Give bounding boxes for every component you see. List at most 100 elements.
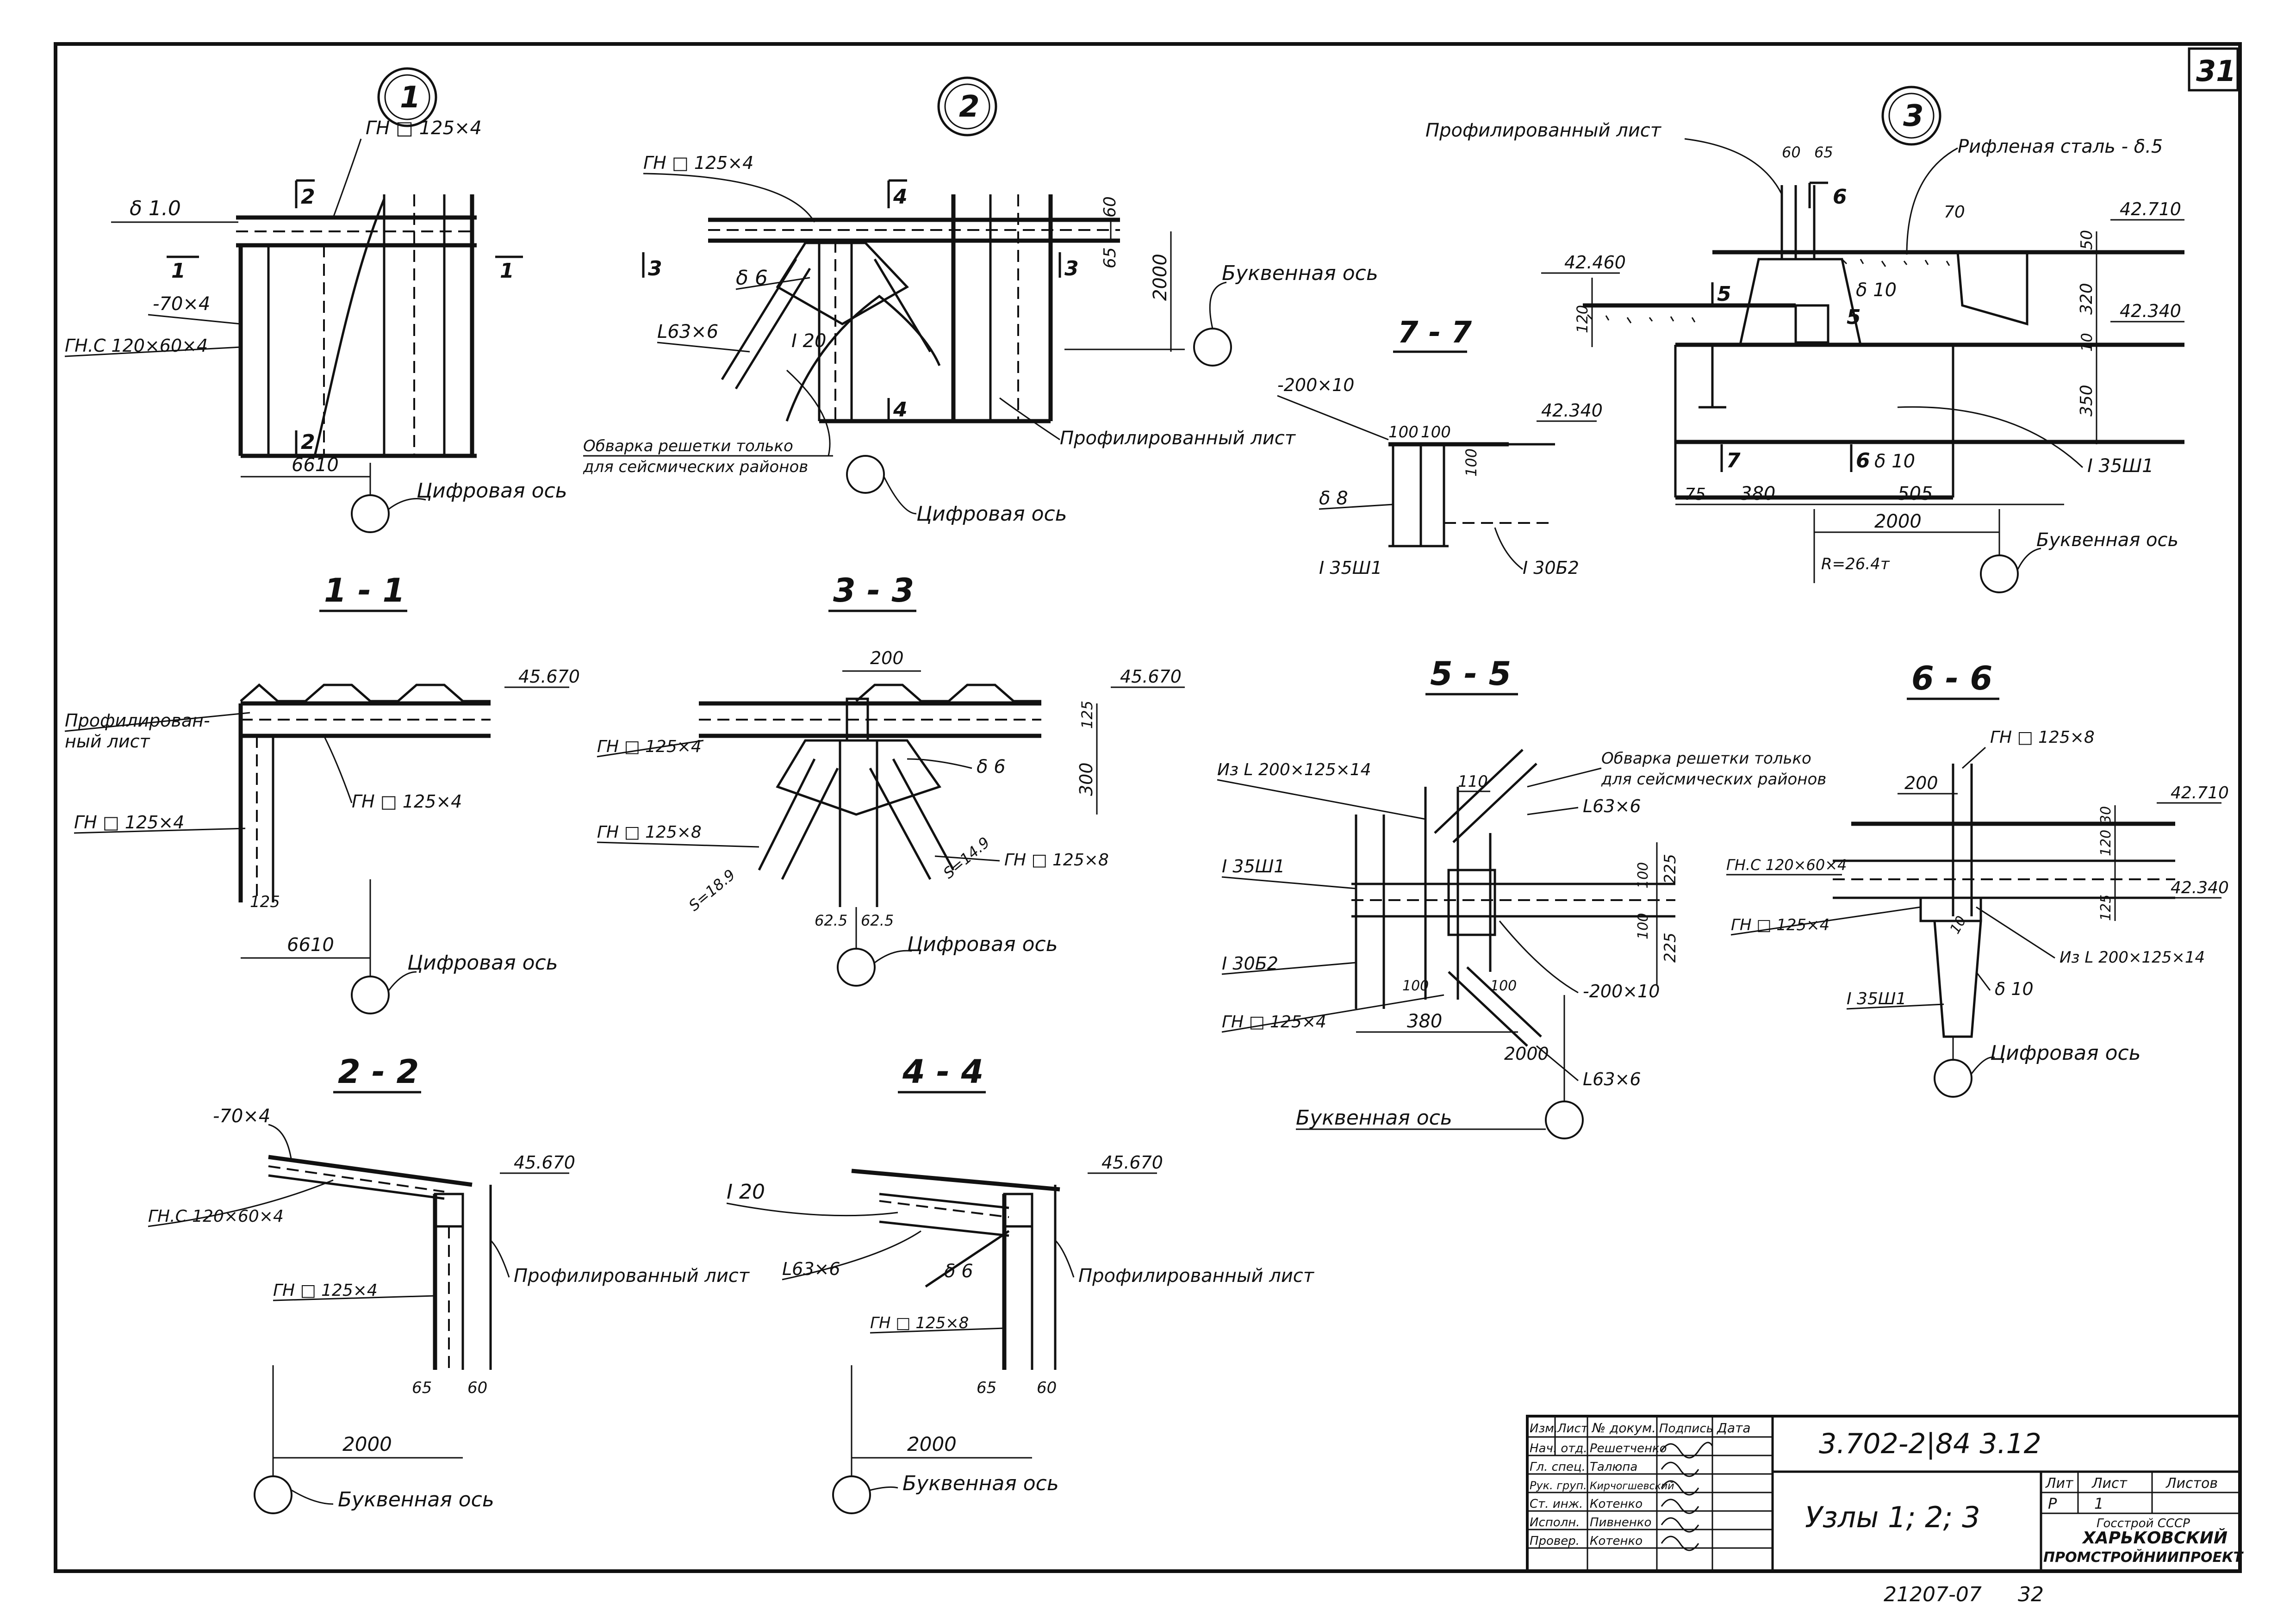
node-3-axis-label: Буквенная ось <box>2036 529 2178 551</box>
s66-axis-label: Цифровая ось <box>1990 1041 2141 1065</box>
node-1-marker <box>377 67 437 127</box>
stamp-r1-role: Нач. отд. <box>1530 1442 1587 1455</box>
s11-label-prof-b: ный лист <box>65 731 151 752</box>
sheet-number: 31 <box>2196 54 2236 88</box>
s55-dim-110: 110 <box>1458 772 1488 791</box>
bottom-code: 21207-07 <box>1884 1583 1982 1606</box>
node-2-marker <box>937 76 997 137</box>
s55-label-l63-bottom: L63×6 <box>1583 1069 1641 1089</box>
s33-label-gn125x8-right: ГН □ 125×8 <box>1004 851 1109 870</box>
s77-label-i30: I 30Б2 <box>1523 558 1579 578</box>
node-3-dim-120: 120 <box>1574 305 1591 333</box>
title-block: Изм. Лист № докум. Подпись Дата Нач. отд… <box>1526 1415 2244 1573</box>
s66-elev-42710: 42.710 <box>2171 784 2229 802</box>
node-1-label-strip70: -70×4 <box>153 293 210 315</box>
section-2-2-title: 2 - 2 <box>338 1053 419 1091</box>
s55-dim-100b: 100 <box>1635 913 1651 939</box>
node-1-dim-6610: 6610 <box>292 454 339 476</box>
node-3-dim-320: 320 <box>2077 283 2096 315</box>
svg-text:6: 6 <box>1833 185 1847 209</box>
stamp-r5-role: Исполн. <box>1530 1516 1580 1530</box>
s33-dim-200: 200 <box>870 648 904 668</box>
node-3-detail: 3 6 5 5 7 6 60 65 70 <box>1425 86 2184 593</box>
s55-label-i35: I 35Ш1 <box>1222 856 1285 877</box>
stamp-r1-name: Решетченко <box>1590 1442 1667 1455</box>
stamp-r5-name: Пивненко <box>1590 1516 1651 1530</box>
node-2-axis-bottom-label: Цифровая ось <box>916 502 1067 526</box>
s55-dim-100a: 100 <box>1635 862 1651 889</box>
node-3-dim-350: 350 <box>2077 385 2096 417</box>
s66-dim-10: 10 <box>1947 913 1970 937</box>
node-3-dim-60: 60 <box>1782 143 1801 161</box>
node-3-elev-42710: 42.710 <box>2120 199 2181 219</box>
s22-label-strip70: -70×4 <box>213 1106 270 1127</box>
stamp-hdr-sign: Подпись <box>1659 1422 1713 1436</box>
section-4-4: 4 - 4 2000 65 60 Буквенная ось I 20 L63×… <box>726 1053 1315 1514</box>
s33-label-d6: δ 6 <box>977 756 1006 777</box>
s77-dim-100b: 100 <box>1421 423 1451 442</box>
section-6-6-title: 6 - 6 <box>1911 659 1992 697</box>
s33-dim-300: 300 <box>1076 762 1096 796</box>
svg-text:3: 3 <box>648 257 662 280</box>
node-2-marker-inner <box>944 83 990 130</box>
section-2-2: 2 - 2 2000 65 60 Буквенная ось -70×4 ГН.… <box>148 1053 750 1514</box>
s44-dim-60: 60 <box>1037 1379 1057 1397</box>
node-1-detail: 1 2 2 1 1 6610 Цифровая ось ГН □ 125×4 <box>64 67 567 533</box>
node-2-label-i20: I 20 <box>791 330 826 352</box>
stamp-r6-role: Провер. <box>1530 1534 1580 1548</box>
stamp-r2-role: Гл. спец. <box>1530 1460 1586 1474</box>
node-2-axis-bubble-right <box>1193 328 1232 367</box>
node-3-elev-42340: 42.340 <box>2120 301 2181 321</box>
node-2-number: 2 <box>959 90 980 124</box>
svg-text:1: 1 <box>171 259 186 283</box>
s44-label-i20: I 20 <box>727 1180 765 1204</box>
sheet-frame <box>54 42 2242 1573</box>
stamp-hdr-date: Дата <box>1716 1420 1751 1436</box>
node-2-label-l63: L63×6 <box>657 321 718 342</box>
node-3-dim-70: 70 <box>1944 203 1965 222</box>
stamp-sheet-hdr: Лист <box>2091 1475 2128 1492</box>
stamp-r3-name: Кирчогшевский <box>1590 1480 1674 1492</box>
s22-axis-label: Буквенная ось <box>338 1488 494 1511</box>
s55-dim-100d: 100 <box>1490 978 1517 994</box>
s44-axis-label: Буквенная ось <box>902 1472 1059 1495</box>
stamp-lit-val: Р <box>2048 1495 2057 1512</box>
node-1-label-gn125x4: ГН □ 125×4 <box>366 118 482 139</box>
node-2-detail: 2 4 4 3 3 60 65 2000 <box>583 76 1378 526</box>
section-7-7-title: 7 - 7 <box>1398 316 1472 350</box>
s11-dim-6610: 6610 <box>287 934 334 956</box>
section-6-6: 6 - 6 200 30 120 125 10 Цифровая ось ГН … <box>1726 659 2229 1098</box>
s77-dim-100a: 100 <box>1388 423 1419 442</box>
s55-axis-bubble <box>1545 1101 1584 1139</box>
node-1-number: 1 <box>400 81 421 115</box>
node-3-elev-42460: 42.460 <box>1564 252 1626 273</box>
stamp-code: 3.702-2|84 3.12 <box>1819 1428 2041 1460</box>
section-3-3-title: 3 - 3 <box>833 572 914 609</box>
node-2-axis-right-label: Буквенная ось <box>1222 261 1378 285</box>
s33-label-s189: S=18.9 <box>685 866 739 914</box>
s44-axis-bubble <box>832 1475 871 1514</box>
s33-dim-625a: 62.5 <box>815 912 847 929</box>
stamp-sheet-val: 1 <box>2094 1495 2103 1512</box>
node-3-dim-50: 50 <box>2078 230 2096 250</box>
s44-label-d6: δ 6 <box>944 1261 973 1282</box>
s33-axis-bubble <box>837 948 876 987</box>
s77-elev-42340: 42.340 <box>1541 400 1603 421</box>
node-3-marker <box>1881 86 1941 146</box>
s55-label-l63-top: L63×6 <box>1583 796 1641 816</box>
stamp-hdr-doc: № докум. <box>1591 1420 1656 1436</box>
s55-label-l200: Из L 200×125×14 <box>1217 760 1371 779</box>
sheet-number-box <box>2188 47 2239 92</box>
s66-dim-125: 125 <box>2098 895 2114 921</box>
s66-label-d10: δ 10 <box>1995 979 2034 999</box>
stamp-hdr-izm: Изм. <box>1530 1422 1558 1436</box>
stamp-title: Узлы 1; 2; 3 <box>1805 1500 1980 1534</box>
stamp-org1: Госстрой СССР <box>2097 1517 2190 1530</box>
node-1-label-d10: δ 1.0 <box>130 197 181 220</box>
section-4-4-title: 4 - 4 <box>902 1053 983 1091</box>
svg-text:5: 5 <box>1717 282 1731 306</box>
node-3-label-prof: Профилированный лист <box>1425 120 1662 141</box>
s77-dim-100c: 100 <box>1462 448 1480 477</box>
s66-label-l200: Из L 200×125×14 <box>2060 948 2205 967</box>
